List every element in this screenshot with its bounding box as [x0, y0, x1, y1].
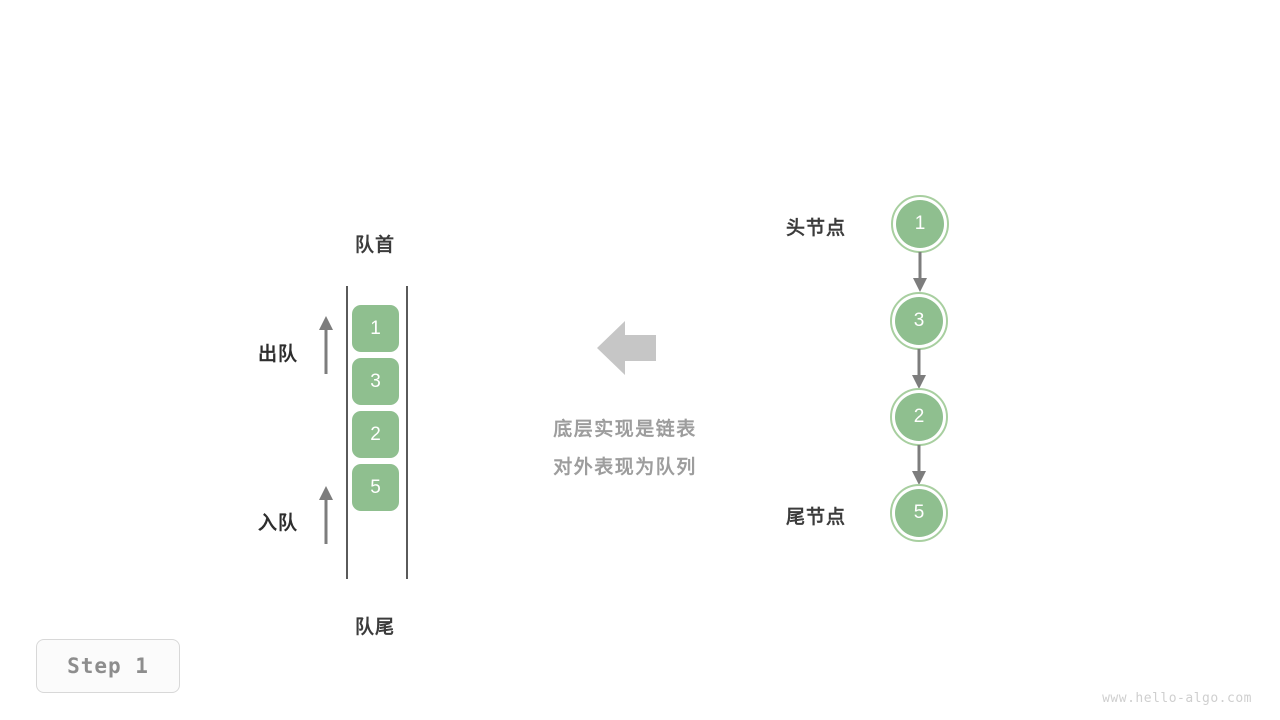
list-node-value: 2	[895, 393, 943, 441]
watermark: www.hello-algo.com	[1102, 691, 1252, 706]
queue-head-label: 队首	[354, 235, 395, 256]
queue-tail-label: 队尾	[354, 617, 395, 638]
tail-node-label: 尾节点	[786, 507, 847, 528]
queue-cell[interactable]: 3	[352, 358, 399, 405]
list-node[interactable]: 5	[890, 484, 948, 542]
queue-right-rail	[406, 286, 408, 579]
caption-line-2: 对外表现为队列	[553, 457, 697, 478]
head-node-label: 头节点	[786, 218, 847, 239]
step-badge: Step 1	[36, 639, 180, 693]
arrow-left-icon	[597, 321, 656, 375]
queue-left-rail	[346, 286, 348, 579]
caption-line-1: 底层实现是链表	[553, 419, 697, 440]
arrow-down-icon	[913, 252, 927, 292]
arrow-up-icon	[319, 316, 333, 374]
list-node[interactable]: 2	[890, 388, 948, 446]
arrow-down-icon	[912, 445, 926, 485]
queue-cell[interactable]: 1	[352, 305, 399, 352]
arrow-up-icon	[319, 486, 333, 544]
arrow-down-icon	[912, 349, 926, 389]
queue-cell[interactable]: 2	[352, 411, 399, 458]
list-node[interactable]: 1	[891, 195, 949, 253]
list-node[interactable]: 3	[890, 292, 948, 350]
dequeue-label: 出队	[258, 344, 299, 365]
enqueue-label: 入队	[258, 513, 299, 534]
list-node-value: 3	[895, 297, 943, 345]
list-node-value: 1	[896, 200, 944, 248]
queue-cell[interactable]: 5	[352, 464, 399, 511]
list-node-value: 5	[895, 489, 943, 537]
